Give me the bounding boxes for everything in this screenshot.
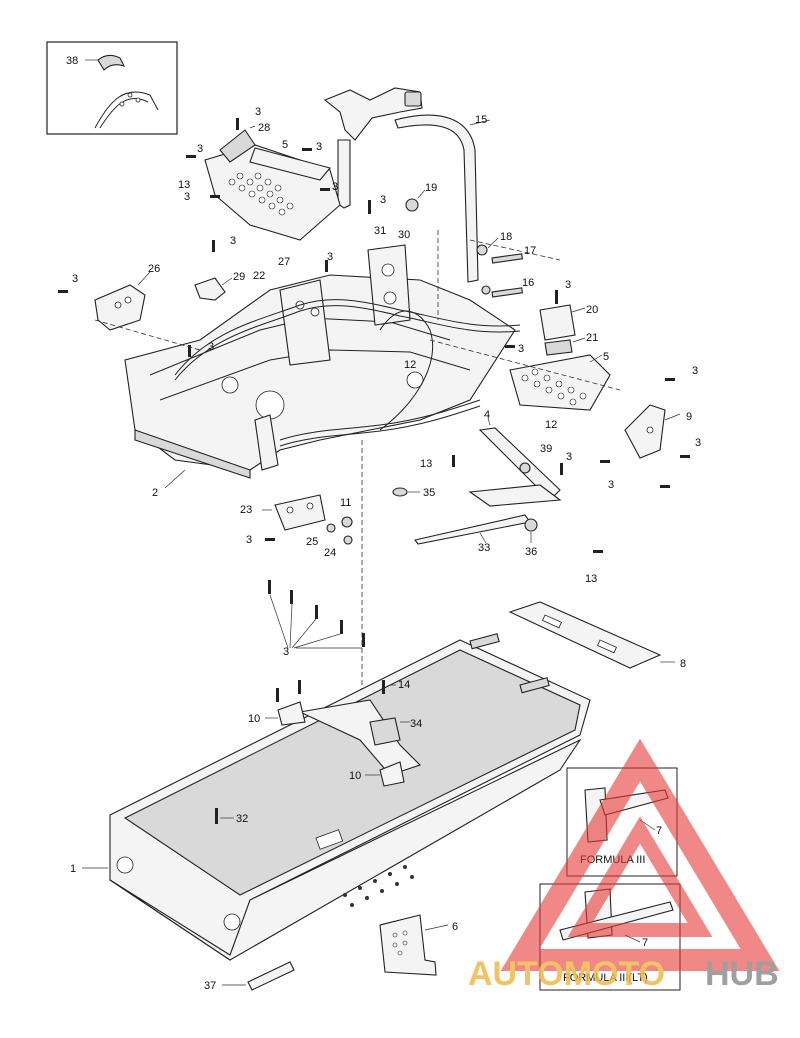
callout-13-a: 13 <box>178 179 190 191</box>
callout-3-h: 3 <box>316 141 322 153</box>
callout-3-q: 3 <box>246 534 252 546</box>
callout-8: 8 <box>680 658 686 670</box>
callout-37: 37 <box>204 980 216 992</box>
callout-3-a: 3 <box>255 106 261 118</box>
callout-28: 28 <box>258 122 270 134</box>
callout-30: 30 <box>398 229 410 241</box>
front-frame-2: 2 22 27 30 31 12 <box>124 225 516 499</box>
callout-3-g: 3 <box>380 194 386 206</box>
callout-26: 26 <box>148 263 160 275</box>
callout-10-b: 10 <box>349 770 361 782</box>
callout-31: 31 <box>374 225 386 237</box>
callout-16: 16 <box>522 277 534 289</box>
callout-7-a: 7 <box>656 825 662 837</box>
callout-21: 21 <box>586 332 598 344</box>
callout-3-e: 3 <box>72 273 78 285</box>
callout-13-b: 13 <box>420 458 432 470</box>
callout-19: 19 <box>425 182 437 194</box>
bracket-9: 9 <box>624 404 692 459</box>
footrest-right-5: 5 12 <box>509 351 611 431</box>
watermark-text-hub: HUB <box>705 955 779 993</box>
callout-3-c: 3 <box>184 191 190 203</box>
callout-27: 27 <box>278 256 290 268</box>
callout-3-k: 3 <box>565 279 571 291</box>
assembly-lines <box>94 230 621 700</box>
label-formula-iii-lt: FORMULA III(LT) <box>563 972 648 984</box>
callout-3-o: 3 <box>518 343 524 355</box>
small-parts: 23 11 25 24 35 <box>240 487 435 559</box>
screw-32: 32 <box>215 808 248 825</box>
callout-36: 36 <box>525 546 537 558</box>
bracket-6: 6 <box>379 914 458 976</box>
callout-25: 25 <box>306 536 318 548</box>
callout-4: 4 <box>484 409 490 421</box>
callout-5-right: 5 <box>603 351 609 363</box>
callout-20: 20 <box>586 304 598 316</box>
callout-38: 38 <box>66 55 78 67</box>
callout-3-b: 3 <box>197 143 203 155</box>
callout-2: 2 <box>152 487 158 499</box>
callout-35: 35 <box>423 487 435 499</box>
callout-3-m: 3 <box>695 437 701 449</box>
callout-1: 1 <box>70 863 76 875</box>
bracket-20-21: 20 21 <box>539 304 598 356</box>
callout-39: 39 <box>540 443 552 455</box>
callout-17: 17 <box>524 245 536 257</box>
callout-18: 18 <box>500 231 512 243</box>
callout-12-a: 12 <box>404 359 416 371</box>
callout-9: 9 <box>686 411 692 423</box>
callout-32: 32 <box>236 813 248 825</box>
callout-11: 11 <box>340 497 351 509</box>
screw-callouts: 3 3 3 3 3 3 3 3 3 3 3 3 3 3 3 3 3 3 13 1… <box>58 106 701 658</box>
steering-support-15: 15 <box>323 87 491 283</box>
inset-detail-38: 38 <box>46 41 178 135</box>
clamp-29: 29 <box>194 271 245 301</box>
callout-34: 34 <box>410 718 422 730</box>
rod-37: 37 <box>204 961 295 992</box>
callout-3-f: 3 <box>208 341 214 353</box>
callout-12-b: 12 <box>545 419 557 431</box>
callout-14: 14 <box>398 679 410 691</box>
callout-13-c: 13 <box>585 573 597 585</box>
callout-15: 15 <box>475 114 487 126</box>
callout-3-r: 3 <box>283 646 289 658</box>
callout-5-left: 5 <box>282 139 288 151</box>
bracket-34: 10 10 34 14 <box>248 679 422 787</box>
callout-22: 22 <box>253 270 265 282</box>
callout-3-d: 3 <box>230 235 236 247</box>
callout-10-a: 10 <box>248 713 260 725</box>
callout-3-j: 3 <box>332 181 338 193</box>
callout-23: 23 <box>240 504 252 516</box>
frame-tubes <box>174 299 521 447</box>
plate-8: 8 <box>508 601 686 670</box>
callout-3-n: 3 <box>608 479 614 491</box>
callout-3-l: 3 <box>692 365 698 377</box>
watermark-text-automoto: AUTOMOTO <box>468 955 665 993</box>
callout-3-p: 3 <box>566 451 572 463</box>
callout-3-i: 3 <box>327 251 333 263</box>
callout-6: 6 <box>452 921 458 933</box>
watermark-logo: AUTOMOTO HUB <box>468 738 780 993</box>
callout-29: 29 <box>233 271 245 283</box>
callout-33: 33 <box>478 542 490 554</box>
tunnel-1: 1 <box>70 633 591 961</box>
footrest-left-5: 28 5 <box>204 122 341 241</box>
bracket-26: 26 <box>94 263 160 331</box>
callout-24: 24 <box>324 547 336 559</box>
steering-arm-4: 4 39 33 36 <box>414 409 562 558</box>
callout-7-b: 7 <box>642 937 648 949</box>
